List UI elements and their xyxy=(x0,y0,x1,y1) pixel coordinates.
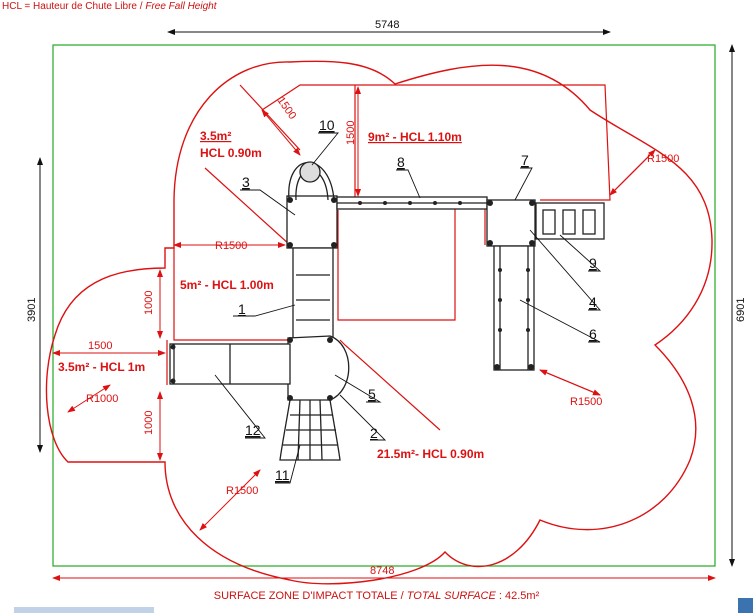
part-label-5: 5 xyxy=(368,386,376,402)
dim-upper-1000: 1000 xyxy=(143,291,155,315)
part-label-3: 3 xyxy=(242,174,250,190)
dim-right-height: 6901 xyxy=(735,298,747,322)
structure-posts xyxy=(170,197,535,401)
legend-english: Free Fall Height xyxy=(145,1,217,12)
zone-3-5-a: 3.5m² xyxy=(200,129,231,143)
dim-r1500-lower-right: R1500 xyxy=(570,396,602,408)
zone-21-5: 21.5m²- HCL 0.90m xyxy=(377,447,484,461)
dim-vert-1500: 1500 xyxy=(345,121,357,145)
dim-bottom-width: 8748 xyxy=(370,565,394,577)
part-label-8: 8 xyxy=(397,154,405,170)
zone-9: 9m² - HCL 1.10m xyxy=(368,130,462,144)
dim-lower-1000: 1000 xyxy=(143,411,155,435)
legend-french: HCL = Hauteur de Chute Libre xyxy=(2,1,137,12)
zone-3-5-a-hcl: HCL 0.90m xyxy=(200,146,262,160)
part-label-7: 7 xyxy=(521,152,529,168)
part-label-1: 1 xyxy=(238,301,246,317)
red-dimension-lines xyxy=(52,86,716,581)
part-label-6: 6 xyxy=(589,326,597,342)
part-label-9: 9 xyxy=(589,255,597,271)
part-label-12: 12 xyxy=(245,422,261,438)
dimension-texts: 5748 3901 6901 8748 1500 1000 1000 1500 … xyxy=(26,19,747,577)
dim-r1500-bottom: R1500 xyxy=(226,485,258,497)
legend: HCL = Hauteur de Chute Libre / Free Fall… xyxy=(2,1,216,12)
cropped-footer-strip xyxy=(14,607,154,613)
dim-left-arm: 1500 xyxy=(88,340,112,352)
part-labels: 1 2 3 4 5 6 7 8 9 10 11 12 xyxy=(238,117,597,483)
dimension-lines xyxy=(37,29,735,567)
bounding-box xyxy=(52,44,716,567)
dim-top-width: 5748 xyxy=(375,19,399,31)
corner-badge xyxy=(738,598,753,613)
total-surface-caption: SURFACE ZONE D'IMPACT TOTALE / TOTAL SUR… xyxy=(0,590,753,602)
zone-labels: 3.5m² HCL 0.90m 9m² - HCL 1.10m 5m² - HC… xyxy=(58,129,484,461)
impact-zone-outline xyxy=(45,60,713,585)
part-label-10: 10 xyxy=(319,117,335,133)
part-label-2: 2 xyxy=(370,425,378,441)
part-leaders xyxy=(214,132,602,484)
legend-separator: / xyxy=(137,1,146,12)
caption-french: SURFACE ZONE D'IMPACT TOTALE / xyxy=(213,590,407,602)
dim-diag-1500: 1500 xyxy=(275,95,299,122)
structure xyxy=(169,161,605,461)
zone-3-5-b: 3.5m² - HCL 1m xyxy=(58,360,145,374)
zone-5: 5m² - HCL 1.00m xyxy=(180,278,274,292)
part-label-11: 11 xyxy=(275,467,290,483)
part-label-4: 4 xyxy=(589,294,597,310)
caption-english: TOTAL SURFACE xyxy=(406,590,496,602)
dim-r1500-right: R1500 xyxy=(647,153,679,165)
dim-r1000: R1000 xyxy=(86,393,118,405)
dim-r1500-left: R1500 xyxy=(215,240,247,252)
dim-left-height: 3901 xyxy=(26,298,38,322)
caption-value: : 42.5m² xyxy=(495,590,540,602)
